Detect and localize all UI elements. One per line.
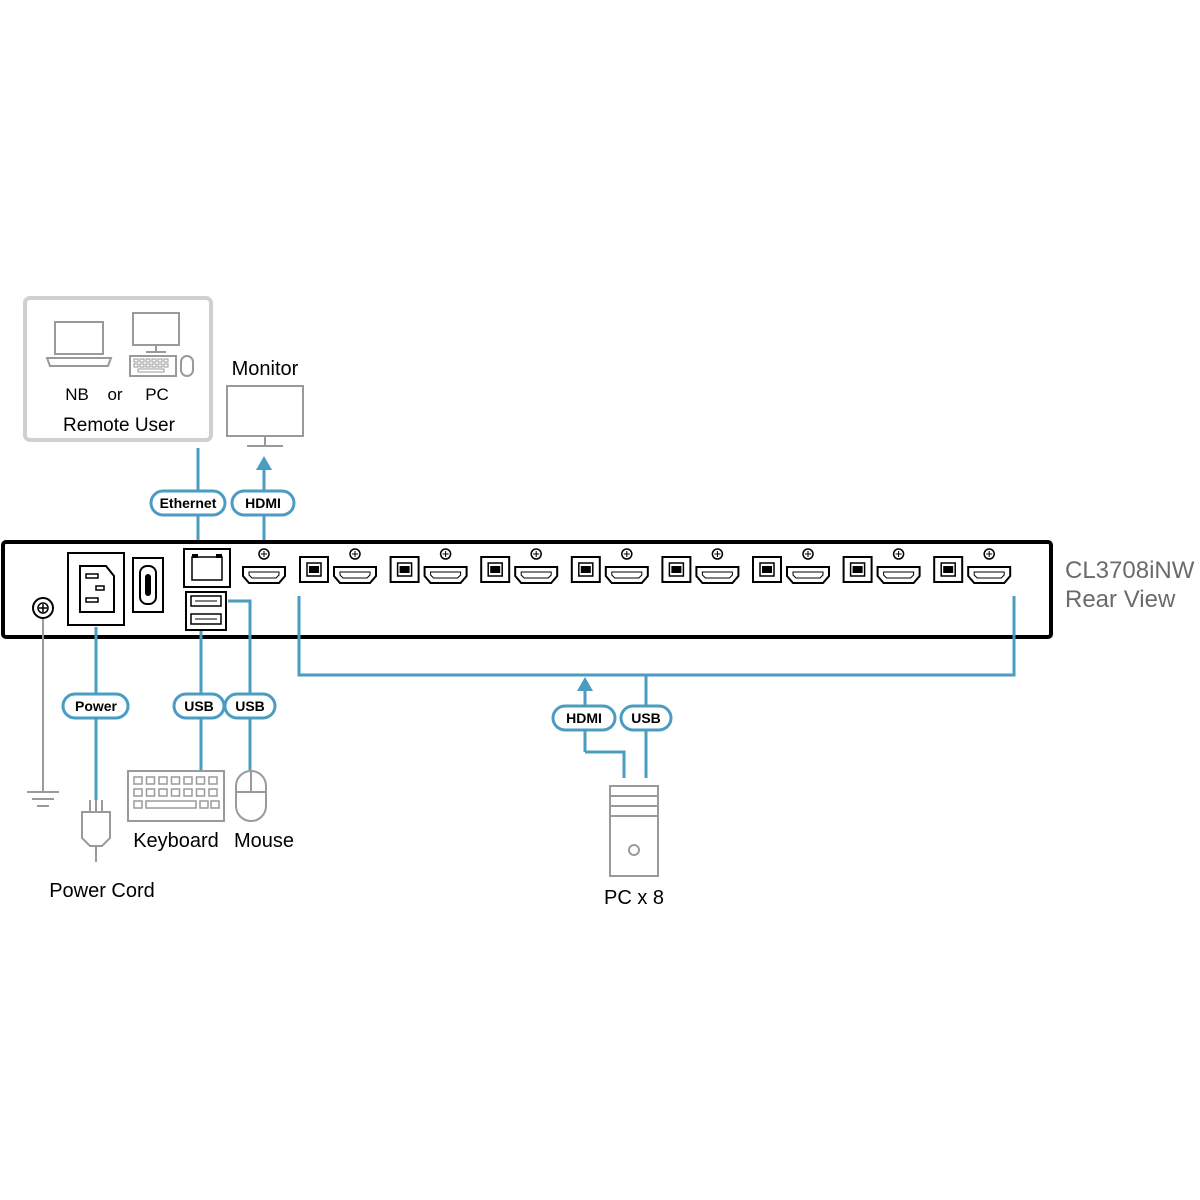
- pc-hdmi-pill: HDMI: [551, 704, 617, 732]
- console-usb-ports: [185, 591, 227, 631]
- pc-tower-icon: [609, 785, 659, 877]
- hdmi-port: [695, 566, 740, 584]
- screw-icon: [711, 548, 724, 560]
- hdmi-port: [423, 566, 468, 584]
- usb-b-port: [480, 556, 511, 583]
- mouse-label: Mouse: [234, 830, 294, 852]
- hdmi-port: [967, 566, 1012, 584]
- usb-b-port: [389, 556, 420, 583]
- screw-icon: [439, 548, 452, 560]
- keyboard-key: [208, 788, 218, 797]
- remote-user-box: NB or PC Remote User: [23, 296, 213, 442]
- kvm-rear-panel: [1, 540, 1053, 639]
- pc-port-group: [299, 548, 377, 584]
- ethernet-port: [183, 548, 231, 588]
- hdmi-port: [514, 566, 559, 584]
- keyboard-key: [183, 788, 193, 797]
- mouse-usb-pill-label: USB: [235, 698, 265, 714]
- keyboard-key: [133, 788, 143, 797]
- monitor-label: Monitor: [232, 358, 299, 380]
- pc-usb-pill-label: USB: [631, 710, 661, 726]
- keyboard-icon: [127, 770, 225, 822]
- power-socket-icon: [67, 552, 125, 626]
- ground-screw-icon: [32, 597, 54, 619]
- keyboard-key: [145, 776, 156, 785]
- keyboard-usb-pill: USB: [172, 692, 226, 720]
- ground-wire: [27, 619, 59, 807]
- power-cord-label: Power Cord: [49, 880, 155, 902]
- keyboard-key: [158, 788, 168, 797]
- power-switch-icon: [132, 557, 164, 613]
- monitor-hdmi-pill-label: HDMI: [245, 495, 281, 511]
- screw-icon: [621, 548, 633, 560]
- pc-port-group: [480, 548, 559, 584]
- or-label: or: [107, 385, 122, 404]
- screw-icon: [349, 548, 361, 560]
- keyboard-key: [195, 788, 206, 797]
- keyboard-key: [195, 776, 206, 785]
- usb-b-port: [933, 556, 964, 583]
- pc-port-group: [389, 548, 468, 584]
- monitor-hdmi-pill: HDMI: [230, 489, 296, 517]
- pc-group-label: PC x 8: [604, 887, 664, 909]
- hdmi-port: [604, 566, 649, 584]
- keyboard-key: [170, 776, 181, 785]
- power-pill-label: Power: [75, 698, 118, 714]
- screw-icon: [983, 548, 995, 560]
- remote-user-title: Remote User: [63, 415, 176, 436]
- usb-b-port: [842, 556, 873, 583]
- arrow-up-icon: [256, 456, 272, 470]
- console-hdmi-port: [242, 548, 286, 584]
- model-label: CL3708iNW: [1065, 557, 1195, 584]
- nb-label: NB: [65, 385, 89, 404]
- keyboard-usb-pill-label: USB: [184, 698, 214, 714]
- keyboard-spacebar: [145, 800, 197, 809]
- keyboard-key: [199, 800, 209, 809]
- pc-port-group: [842, 548, 921, 584]
- keyboard-key: [158, 776, 168, 785]
- mouse-icon: [235, 770, 267, 822]
- keyboard-key: [145, 788, 156, 797]
- keyboard-key: [183, 776, 193, 785]
- view-label: Rear View: [1065, 586, 1176, 613]
- pc-hdmi-pill-label: HDMI: [566, 710, 602, 726]
- hdmi-port: [333, 566, 377, 584]
- keyboard-key: [133, 800, 143, 809]
- pc-label: PC: [145, 385, 169, 404]
- keyboard-key: [170, 788, 181, 797]
- screw-icon: [258, 548, 270, 560]
- pc-port-group: [933, 548, 1012, 584]
- keyboard-key: [133, 776, 143, 785]
- screw-icon: [892, 548, 905, 560]
- usb-b-port: [661, 556, 692, 583]
- screw-icon: [802, 548, 814, 560]
- pc-port-group: [752, 548, 830, 584]
- usb-b-port: [570, 556, 601, 583]
- hdmi-port: [786, 566, 830, 584]
- hdmi-port: [876, 566, 921, 584]
- power-pill: Power: [61, 692, 130, 720]
- keyboard-key: [208, 776, 218, 785]
- pc-port-group: [570, 548, 649, 584]
- laptop-icon: [45, 321, 113, 367]
- power-plug-icon: [81, 800, 111, 862]
- keyboard-key: [210, 800, 220, 809]
- pc-port-groups: [299, 548, 1012, 584]
- ethernet-pill-label: Ethernet: [160, 495, 217, 511]
- usb-b-port: [752, 556, 782, 583]
- pc-port-group: [661, 548, 740, 584]
- monitor-icon: Monitor: [226, 358, 304, 447]
- ethernet-pill: Ethernet: [149, 489, 227, 517]
- usb-b-port: [299, 556, 329, 583]
- keyboard-label: Keyboard: [133, 830, 219, 852]
- arrow-up-icon: [577, 677, 593, 691]
- desktop-pc-icon: [129, 312, 194, 377]
- mouse-usb-pill: USB: [223, 692, 277, 720]
- pc-usb-pill: USB: [619, 704, 673, 732]
- screw-icon: [530, 548, 542, 560]
